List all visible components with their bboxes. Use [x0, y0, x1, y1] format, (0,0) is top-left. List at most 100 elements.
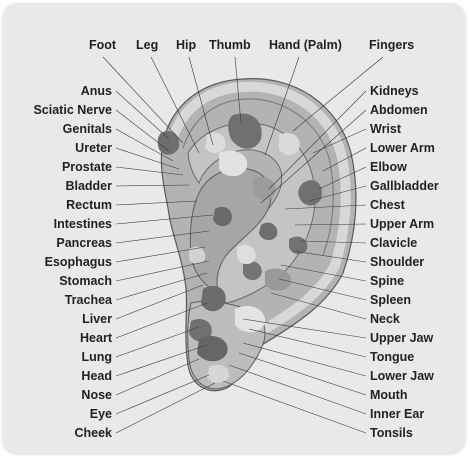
zone-dark-4: [213, 206, 232, 227]
zone-mid-1: [265, 268, 292, 291]
zone-light-4: [237, 244, 256, 265]
leader-line-bladder: [115, 184, 190, 187]
leader-line-intestines: [115, 214, 214, 225]
label-clavicle: Clavicle: [370, 236, 417, 250]
zone-light-6: [207, 364, 230, 383]
leader-line-chest: [284, 204, 367, 210]
zone-dark-1: [228, 113, 262, 149]
zone-dark-5: [259, 222, 278, 241]
label-spleen: Spleen: [370, 293, 411, 307]
leader-line-gallbladder: [308, 185, 367, 202]
leader-line-leg: [150, 56, 200, 154]
helix-inner-edge: [182, 98, 334, 256]
label-elbow: Elbow: [370, 160, 407, 174]
label-inner-ear: Inner Ear: [370, 407, 424, 421]
zone-dark-7: [201, 285, 226, 312]
leader-line-neck: [270, 292, 367, 320]
leader-line-clavicle: [300, 240, 367, 244]
label-hand-palm: Hand (Palm): [269, 38, 342, 52]
label-lower-arm: Lower Arm: [370, 141, 435, 155]
label-intestines: Intestines: [54, 217, 112, 231]
ear-reflexology-diagram: Foot Leg Hip Thumb Hand (Palm) Fingers A…: [33, 38, 439, 440]
top-labels: Foot Leg Hip Thumb Hand (Palm) Fingers: [89, 38, 414, 52]
label-cheek: Cheek: [74, 426, 112, 440]
label-lower-jaw: Lower Jaw: [370, 369, 434, 383]
leader-line-spine: [280, 264, 367, 282]
leader-line-tongue: [248, 328, 367, 358]
label-stomach: Stomach: [59, 274, 112, 288]
label-sciatic-nerve: Sciatic Nerve: [33, 103, 112, 117]
leader-line-sciatic-nerve: [115, 109, 170, 152]
label-abdomen: Abdomen: [370, 103, 428, 117]
zone-light-3: [279, 132, 300, 155]
leader-line-mouth: [238, 352, 367, 396]
label-upper-jaw: Upper Jaw: [370, 331, 433, 345]
zone-dark-8: [189, 318, 212, 342]
leader-line-hip: [188, 56, 214, 146]
label-prostate: Prostate: [62, 160, 112, 174]
zone-light-7: [189, 246, 206, 264]
zone-dark-10: [243, 260, 262, 281]
leader-line-prostate: [115, 166, 184, 176]
leader-line-upper-jaw: [242, 318, 367, 339]
label-head: Head: [81, 369, 112, 383]
leader-line-esophagus: [115, 246, 206, 263]
leader-line-ureter: [115, 147, 180, 170]
label-heart: Heart: [80, 331, 113, 345]
leader-line-shoulder: [292, 250, 367, 263]
leader-line-lower-arm: [322, 147, 367, 172]
label-mouth: Mouth: [370, 388, 407, 402]
zone-light-5: [235, 305, 266, 333]
leader-line-fingers: [292, 56, 384, 132]
label-nose: Nose: [81, 388, 112, 402]
leader-line-kidneys: [268, 90, 367, 190]
leader-line-wrist: [312, 128, 367, 154]
label-upper-arm: Upper Arm: [370, 217, 434, 231]
zone-light-2: [219, 150, 248, 177]
leader-line-liver: [115, 284, 204, 320]
leader-line-stomach: [115, 260, 210, 282]
label-thumb: Thumb: [209, 38, 251, 52]
leader-line-elbow: [318, 166, 367, 190]
leader-line-inner-ear: [228, 364, 367, 415]
leader-line-rectum: [115, 200, 198, 206]
leader-line-lung: [115, 326, 200, 358]
zone-dark-9: [197, 335, 228, 362]
label-gallbladder: Gallbladder: [370, 179, 439, 193]
label-bladder: Bladder: [65, 179, 112, 193]
label-foot: Foot: [89, 38, 117, 52]
label-tonsils: Tonsils: [370, 426, 413, 440]
leader-line-abdomen: [260, 109, 367, 204]
label-rectum: Rectum: [66, 198, 112, 212]
leader-line-lower-jaw: [242, 342, 367, 377]
leader-line-hand: [264, 56, 300, 156]
leader-line-spleen: [278, 278, 367, 301]
label-leg: Leg: [136, 38, 158, 52]
label-spine: Spine: [370, 274, 404, 288]
label-genitals: Genitals: [63, 122, 112, 136]
leader-line-tonsils: [222, 380, 367, 434]
leader-line-cheek: [115, 382, 216, 434]
label-esophagus: Esophagus: [45, 255, 112, 269]
label-pancreas: Pancreas: [56, 236, 112, 250]
label-hip: Hip: [176, 38, 197, 52]
leader-line-pancreas: [115, 230, 210, 244]
label-kidneys: Kidneys: [370, 84, 419, 98]
diagram-card: Foot Leg Hip Thumb Hand (Palm) Fingers A…: [3, 3, 465, 453]
label-chest: Chest: [370, 198, 406, 212]
leader-line-genitals: [115, 128, 174, 162]
leader-lines: [102, 56, 384, 434]
zone-dark-2: [157, 130, 180, 155]
leader-line-upper-arm: [294, 223, 367, 226]
label-ureter: Ureter: [75, 141, 112, 155]
label-fingers: Fingers: [369, 38, 414, 52]
label-wrist: Wrist: [370, 122, 402, 136]
leader-line-foot: [102, 56, 184, 144]
right-labels: Kidneys Abdomen Wrist Lower Arm Elbow Ga…: [370, 84, 439, 440]
label-anus: Anus: [81, 84, 112, 98]
leader-line-nose: [115, 358, 200, 396]
leader-line-eye: [115, 374, 210, 415]
ear-illustration: [157, 78, 357, 392]
left-labels: Anus Sciatic Nerve Genitals Ureter Prost…: [33, 84, 113, 440]
leader-line-thumb: [234, 56, 242, 124]
